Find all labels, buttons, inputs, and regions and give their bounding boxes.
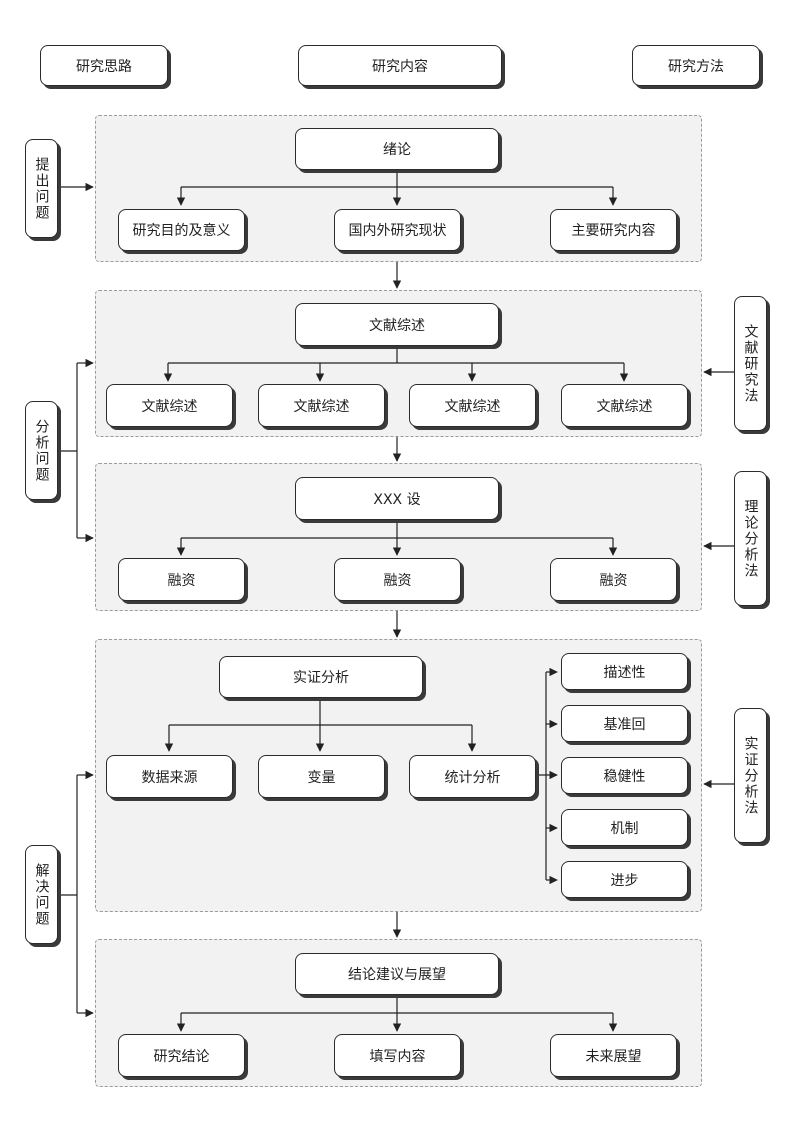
node-literature-item: 文献综述 — [258, 384, 385, 427]
node-descriptive: 描述性 — [561, 653, 688, 690]
node-conclusion: 结论建议与展望 — [295, 953, 499, 995]
node-main-content: 主要研究内容 — [550, 209, 677, 251]
node-purpose: 研究目的及意义 — [118, 209, 245, 251]
node-hypothesis: XXX 设 — [295, 477, 499, 520]
node-future-outlook: 未来展望 — [550, 1034, 677, 1077]
node-variables: 变量 — [258, 755, 385, 798]
node-finance-item: 融资 — [550, 558, 677, 601]
side-literature-method: 文献研究法 — [734, 296, 767, 431]
node-research-conclusion: 研究结论 — [118, 1034, 245, 1077]
node-literature-review: 文献综述 — [295, 303, 499, 346]
node-introduction: 绪论 — [295, 128, 499, 170]
node-progress: 进步 — [561, 861, 688, 898]
node-empirical-analysis: 实证分析 — [219, 656, 423, 698]
node-fill-content: 填写内容 — [334, 1034, 461, 1077]
node-status: 国内外研究现状 — [334, 209, 461, 251]
node-data-source: 数据来源 — [106, 755, 233, 798]
node-literature-item: 文献综述 — [561, 384, 688, 427]
node-mechanism: 机制 — [561, 809, 688, 846]
header-research-content: 研究内容 — [298, 45, 502, 86]
side-theory-method: 理论分析法 — [734, 471, 767, 606]
side-analyze-question: 分析问题 — [25, 401, 58, 500]
node-finance-item: 融资 — [118, 558, 245, 601]
side-ask-question: 提出问题 — [25, 139, 58, 238]
header-research-method: 研究方法 — [632, 45, 760, 86]
node-finance-item: 融资 — [334, 558, 461, 601]
side-empirical-method: 实证分析法 — [734, 708, 767, 843]
node-literature-item: 文献综述 — [409, 384, 536, 427]
node-robustness: 稳健性 — [561, 757, 688, 794]
node-literature-item: 文献综述 — [106, 384, 233, 427]
side-solve-question: 解决问题 — [25, 845, 58, 944]
node-baseline: 基准回 — [561, 705, 688, 742]
header-research-idea: 研究思路 — [40, 45, 168, 86]
node-statistical-analysis: 统计分析 — [409, 755, 536, 798]
